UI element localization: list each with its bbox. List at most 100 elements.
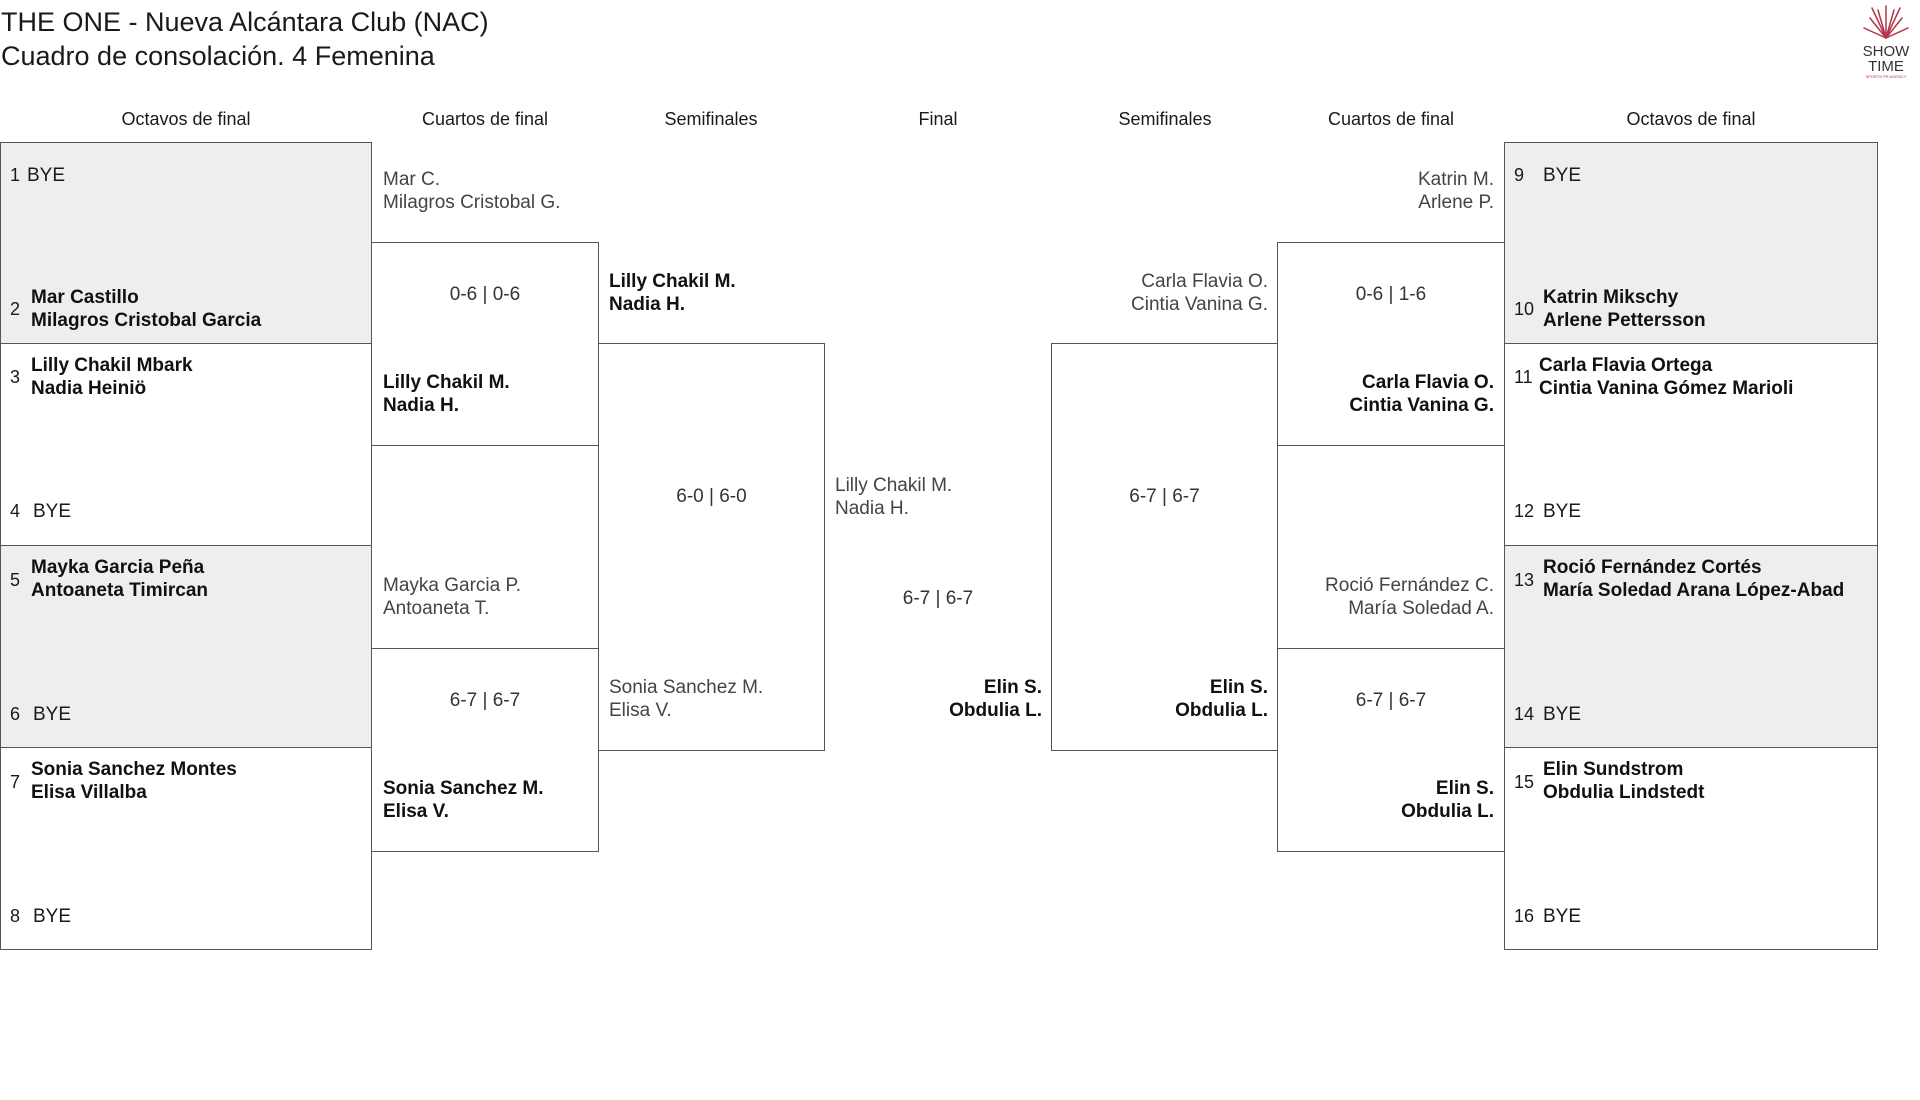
player-name: Roció Fernández C.: [1325, 575, 1494, 596]
player-name: Lilly Chakil M.: [609, 271, 736, 292]
qf-entry: Mar C. Milagros Cristobal G.: [383, 168, 560, 214]
round-header-sf-left: Semifinales: [664, 109, 758, 129]
seed-number: 7: [10, 772, 21, 792]
final-score: 6-7 | 6-7: [902, 588, 974, 609]
player-name: Antoaneta T.: [383, 598, 490, 619]
player-name: Carla Flavia O.: [1361, 372, 1494, 393]
player-name: Elisa Villalba: [31, 782, 147, 803]
round-header-r16-right: Octavos de final: [1626, 109, 1756, 129]
seed-number: 10: [1514, 299, 1535, 319]
svg-text:TIME: TIME: [1868, 58, 1904, 75]
showtime-logo: SHOW TIME SPORTS PR AGENCY: [1863, 5, 1910, 79]
round-header-final: Final: [918, 109, 958, 129]
qf-entry: Carla Flavia O. Cintia Vanina G.: [1288, 371, 1494, 417]
round-header-r16-left: Octavos de final: [121, 109, 251, 129]
seed-number: 14: [1514, 704, 1535, 724]
player-name: Arlene P.: [1418, 192, 1494, 213]
draw-entry: Mayka Garcia Peña Antoaneta Timircan: [31, 556, 208, 602]
player-name: Katrin Mikschy: [1543, 287, 1679, 308]
final-entry: Lilly Chakil M. Nadia H.: [835, 474, 952, 520]
player-name: Elisa V.: [383, 801, 449, 822]
seed-number: 8: [10, 906, 21, 926]
player-name: Obdulia L.: [1175, 700, 1268, 721]
final-entry: Elin S. Obdulia L.: [840, 676, 1042, 722]
player-name: Milagros Cristobal G.: [383, 192, 561, 213]
seed-number: 6: [10, 704, 21, 724]
draw-entry-bye: BYE: [1543, 165, 1582, 186]
seed-number: 4: [10, 501, 21, 521]
seed-number: 11: [1514, 367, 1533, 387]
player-name: Elin S.: [1209, 677, 1268, 698]
draw-entry: Sonia Sanchez Montes Elisa Villalba: [31, 758, 237, 804]
sf-entry: Sonia Sanchez M. Elisa V.: [609, 676, 763, 722]
r16-match-box: [1504, 142, 1878, 344]
sf-match-box: [1051, 343, 1278, 751]
match-score: 6-7 | 6-7: [1129, 486, 1200, 507]
draw-entry-bye: BYE: [33, 704, 72, 725]
match-score: 0-6 | 1-6: [1355, 284, 1427, 305]
match-score: 6-7 | 6-7: [1355, 690, 1427, 711]
player-name: María Soledad Arana López-Abad: [1543, 580, 1845, 601]
seed-number: 16: [1514, 906, 1535, 926]
qf-entry: Katrin M. Arlene P.: [1288, 168, 1494, 214]
player-name: Obdulia L.: [949, 700, 1042, 721]
player-name: Milagros Cristobal Garcia: [31, 310, 262, 331]
player-name: Mayka Garcia P.: [383, 575, 521, 596]
player-name: Sonia Sanchez M.: [609, 677, 764, 698]
seed-number: 12: [1514, 501, 1535, 521]
player-name: Lilly Chakil Mbark: [31, 355, 193, 376]
player-name: Carla Flavia O.: [1141, 271, 1268, 292]
round-header-qf-left: Cuartos de final: [421, 109, 549, 129]
player-name: Mar Castillo: [31, 287, 139, 308]
player-name: Elin S.: [1435, 778, 1494, 799]
seed-number: 5: [10, 570, 21, 590]
player-name: Cintia Vanina G.: [1131, 294, 1268, 315]
r16-match-box: [1504, 747, 1878, 950]
qf-entry: Mayka Garcia P. Antoaneta T.: [383, 574, 521, 620]
seed-number: 1: [10, 165, 21, 185]
player-name: Nadia H.: [835, 498, 909, 519]
draw-entry: Mar Castillo Milagros Cristobal Garcia: [31, 286, 261, 332]
sf-match-box: [598, 343, 825, 751]
player-name: Katrin M.: [1417, 169, 1494, 190]
round-header-qf-right: Cuartos de final: [1327, 109, 1455, 129]
draw-entry: Lilly Chakil Mbark Nadia Heiniö: [31, 354, 193, 400]
match-score: 6-0 | 6-0: [676, 486, 747, 507]
draw-entry-bye: BYE: [1543, 704, 1582, 725]
player-name: Nadia Heiniö: [31, 378, 147, 399]
player-name: Elin Sundstrom: [1543, 759, 1684, 780]
player-name: Roció Fernández Cortés: [1543, 557, 1762, 578]
svg-text:SPORTS PR AGENCY: SPORTS PR AGENCY: [1866, 74, 1907, 79]
draw-entry-bye: BYE: [1543, 501, 1582, 522]
tournament-title: THE ONE - Nueva Alcántara Club (NAC): [1, 7, 489, 37]
qf-entry: Sonia Sanchez M. Elisa V.: [383, 777, 543, 823]
player-name: Arlene Pettersson: [1543, 310, 1706, 331]
player-name: Nadia H.: [609, 294, 686, 315]
qf-entry: Lilly Chakil M. Nadia H.: [383, 371, 510, 417]
draw-entry-bye: BYE: [33, 501, 72, 522]
sf-entry: Carla Flavia O. Cintia Vanina G.: [1062, 270, 1268, 316]
seed-number: 9: [1514, 165, 1525, 185]
player-name: María Soledad A.: [1348, 598, 1494, 619]
player-name: Carla Flavia Ortega: [1539, 355, 1713, 376]
player-name: Cintia Vanina G.: [1349, 395, 1494, 416]
sf-entry: Elin S. Obdulia L.: [1062, 676, 1268, 722]
draw-entry: Katrin Mikschy Arlene Pettersson: [1543, 286, 1706, 332]
draw-entry: Carla Flavia Ortega Cintia Vanina Gómez …: [1539, 354, 1793, 400]
player-name: Nadia H.: [383, 395, 460, 416]
player-name: Mar C.: [383, 169, 440, 190]
player-name: Antoaneta Timircan: [31, 580, 209, 601]
draw-entry-bye: BYE: [1543, 906, 1582, 927]
player-name: Cintia Vanina Gómez Marioli: [1539, 378, 1794, 399]
draw-entry-bye: BYE: [27, 165, 66, 186]
player-name: Sonia Sanchez M.: [383, 778, 544, 799]
player-name: Mayka Garcia Peña: [31, 557, 205, 578]
player-name: Elin S.: [983, 677, 1042, 698]
qf-entry: Elin S. Obdulia L.: [1288, 777, 1494, 823]
draw-entry: Elin Sundstrom Obdulia Lindstedt: [1543, 758, 1705, 804]
seed-number: 15: [1514, 772, 1535, 792]
player-name: Obdulia Lindstedt: [1543, 782, 1705, 803]
round-header-sf-right: Semifinales: [1118, 109, 1212, 129]
player-name: Sonia Sanchez Montes: [31, 759, 237, 780]
seed-number: 13: [1514, 570, 1535, 590]
